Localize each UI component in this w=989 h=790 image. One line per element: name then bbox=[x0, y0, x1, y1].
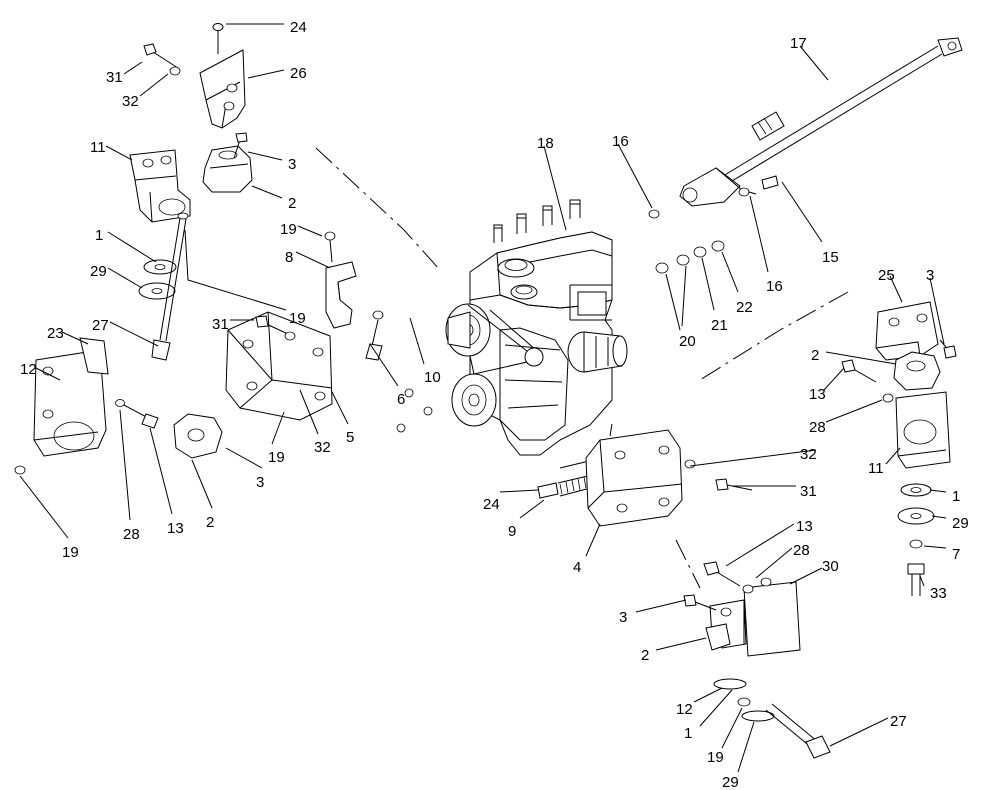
callout-20: 20 bbox=[679, 333, 696, 350]
callout-3-bottom: 3 bbox=[619, 609, 628, 626]
callout-1-bottom: 1 bbox=[684, 725, 693, 742]
plate-30-group bbox=[683, 561, 831, 759]
callout-17: 17 bbox=[790, 35, 807, 52]
engine-assembly bbox=[396, 199, 628, 499]
callout-30: 30 bbox=[822, 558, 839, 575]
callout-13-right: 13 bbox=[809, 386, 826, 403]
callout-18: 18 bbox=[537, 135, 554, 152]
bracket-5-group bbox=[225, 231, 384, 421]
callout-12-left: 12 bbox=[20, 361, 37, 378]
callout-11-left: 11 bbox=[90, 139, 106, 156]
bracket-25-group bbox=[684, 301, 957, 596]
assembly-dashed-lines bbox=[315, 147, 849, 589]
callout-1-left: 1 bbox=[95, 227, 104, 244]
bracket-4-group bbox=[585, 423, 683, 527]
callout-23: 23 bbox=[47, 325, 64, 342]
callout-27-left: 27 bbox=[92, 317, 109, 334]
callout-24-top: 24 bbox=[290, 19, 307, 36]
callout-4: 4 bbox=[573, 559, 582, 576]
callout-27-bottom: 27 bbox=[890, 713, 907, 730]
callout-10: 10 bbox=[424, 369, 441, 386]
callout-2-leftlower: 2 bbox=[206, 514, 215, 531]
callout-3-upper: 3 bbox=[288, 156, 297, 173]
callout-7: 7 bbox=[952, 546, 961, 563]
callout-32-right: 32 bbox=[800, 446, 817, 463]
callout-13-leftlower: 13 bbox=[167, 520, 184, 537]
callout-32-topleft: 32 bbox=[122, 93, 139, 110]
callout-15: 15 bbox=[822, 249, 839, 266]
callout-6: 6 bbox=[397, 391, 406, 408]
callout-25: 25 bbox=[878, 267, 895, 284]
callout-3-rightupper: 3 bbox=[926, 267, 935, 284]
callout-8: 8 bbox=[285, 249, 294, 266]
callout-3-leftlower: 3 bbox=[256, 474, 265, 491]
callout-26: 26 bbox=[290, 65, 307, 82]
callout-24-bottom: 24 bbox=[483, 496, 500, 513]
plate-12-group bbox=[14, 337, 223, 475]
callout-32-bracket: 32 bbox=[314, 439, 331, 456]
callout-28-leftlower: 28 bbox=[123, 526, 140, 543]
callout-19-bottom: 19 bbox=[707, 749, 724, 766]
leader-lines bbox=[19, 23, 947, 773]
callout-31-mid: 31 bbox=[212, 316, 229, 333]
callout-2-bottom: 2 bbox=[641, 647, 650, 664]
callout-12-bottom: 12 bbox=[676, 701, 693, 718]
control-rod-17-group bbox=[648, 37, 963, 274]
callout-11-right: 11 bbox=[868, 460, 884, 477]
callout-1-right: 1 bbox=[952, 488, 961, 505]
callout-19-upper: 19 bbox=[280, 221, 297, 238]
callout-19-leftlower: 19 bbox=[62, 544, 79, 561]
callout-33: 33 bbox=[930, 585, 947, 602]
callout-2-upper: 2 bbox=[288, 195, 297, 212]
callout-29-right: 29 bbox=[952, 515, 969, 532]
callout-5: 5 bbox=[346, 429, 355, 446]
callout-29-bottom: 29 bbox=[722, 774, 739, 790]
callout-28-bottom: 28 bbox=[793, 542, 810, 559]
callout-19-mid: 19 bbox=[289, 310, 306, 327]
callout-16-upper: 16 bbox=[612, 133, 629, 150]
callout-31-right: 31 bbox=[800, 483, 817, 500]
callout-9: 9 bbox=[508, 523, 517, 540]
callout-29-left: 29 bbox=[90, 263, 107, 280]
callout-2-right: 2 bbox=[811, 347, 820, 364]
callout-31-topleft: 31 bbox=[106, 69, 123, 86]
callout-16-lower: 16 bbox=[766, 278, 783, 295]
callout-19-bracket: 19 bbox=[268, 449, 285, 466]
callout-13-bottom: 13 bbox=[796, 518, 813, 535]
callout-21: 21 bbox=[711, 317, 728, 334]
callout-28-right: 28 bbox=[809, 419, 826, 436]
bracket-26-group bbox=[129, 23, 253, 361]
callout-22: 22 bbox=[736, 299, 753, 316]
